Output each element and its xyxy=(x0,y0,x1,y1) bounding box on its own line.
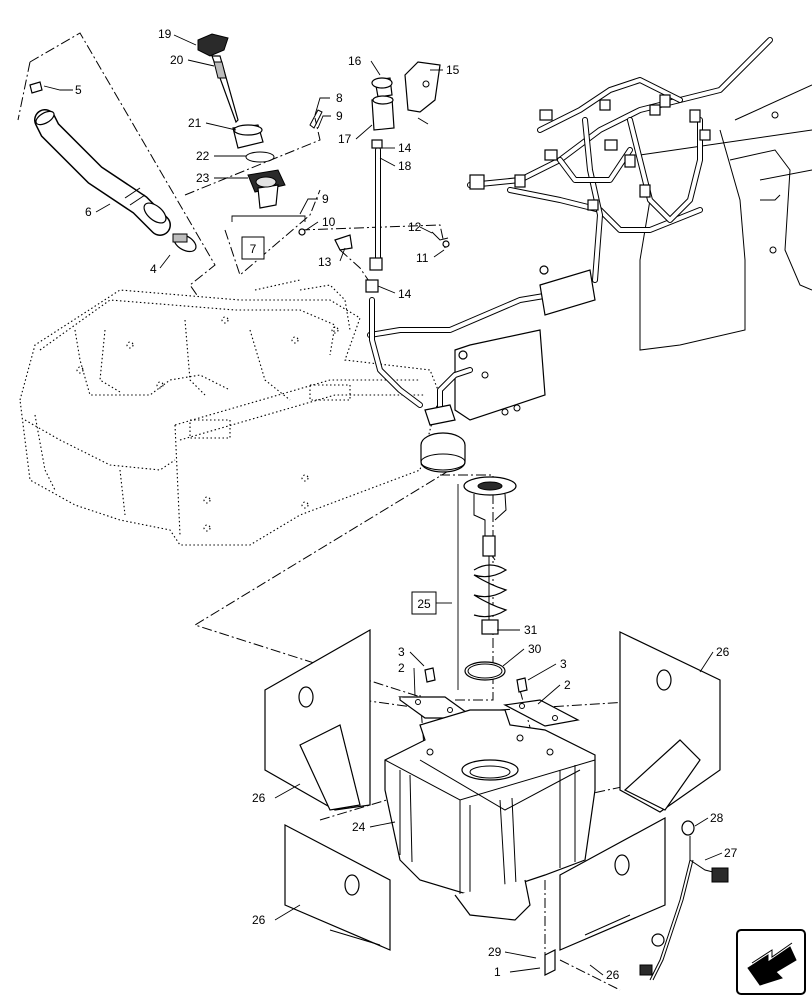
callout-5: 5 xyxy=(75,83,82,97)
callout-6: 6 xyxy=(85,205,92,219)
callout-3b: 3 xyxy=(560,657,567,671)
fuel-tank xyxy=(384,709,596,976)
filler-neck-hose xyxy=(34,109,171,236)
callout-28: 28 xyxy=(710,811,724,825)
callout-18: 18 xyxy=(398,159,412,173)
clip xyxy=(29,81,43,94)
hose-clamp xyxy=(172,233,197,253)
callout-23: 23 xyxy=(196,171,210,185)
o-ring xyxy=(464,661,506,681)
callout-27: 27 xyxy=(724,846,738,860)
callout-31: 31 xyxy=(524,623,538,637)
callout-1: 1 xyxy=(494,965,501,979)
leader-lines xyxy=(43,34,723,976)
box-label-25: 25 xyxy=(411,591,437,615)
callout-30: 30 xyxy=(528,642,542,656)
breather-hose-assembly xyxy=(365,147,466,473)
fuel-cap-assembly xyxy=(197,33,286,209)
callout-24: 24 xyxy=(352,820,366,834)
chassis-frame xyxy=(19,279,441,546)
tank-harness xyxy=(639,820,729,981)
wiring-harness xyxy=(467,37,773,283)
callout-26d: 26 xyxy=(606,968,620,982)
box-label-7: 7 xyxy=(241,236,265,260)
callout-26c: 26 xyxy=(252,913,266,927)
callout-12: 12 xyxy=(408,220,422,234)
breather-filter xyxy=(371,77,395,131)
mounting-plates xyxy=(398,667,580,727)
callout-14a: 14 xyxy=(398,141,412,155)
callout-21: 21 xyxy=(188,116,202,130)
callout-2a: 2 xyxy=(398,661,405,675)
callout-11: 11 xyxy=(416,251,429,265)
callout-20: 20 xyxy=(170,53,184,67)
box-label-25-text: 25 xyxy=(417,597,431,611)
next-page-arrow-icon[interactable] xyxy=(736,929,806,995)
callout-9b: 9 xyxy=(322,192,329,206)
callout-26a: 26 xyxy=(716,645,730,659)
callout-10: 10 xyxy=(322,215,336,229)
callout-9a: 9 xyxy=(336,109,343,123)
engine-housing xyxy=(639,84,812,351)
callout-14b: 14 xyxy=(398,287,412,301)
box-label-7-text: 7 xyxy=(250,242,257,256)
callout-22: 22 xyxy=(196,149,210,163)
callout-29: 29 xyxy=(488,945,502,959)
callout-17: 17 xyxy=(338,132,352,146)
callout-numbers: 19 20 5 6 4 21 22 23 8 9 9 10 16 15 17 1… xyxy=(75,27,738,982)
fasteners xyxy=(298,109,450,251)
callout-3a: 3 xyxy=(398,645,405,659)
callout-2b: 2 xyxy=(564,678,571,692)
callout-13: 13 xyxy=(318,255,332,269)
callout-19: 19 xyxy=(158,27,172,41)
callout-16: 16 xyxy=(348,54,362,68)
callout-8: 8 xyxy=(336,91,343,105)
heat-shields xyxy=(264,628,721,951)
fuel-level-sender xyxy=(463,476,517,635)
bracket-7-line xyxy=(231,215,306,222)
callout-26b: 26 xyxy=(252,791,266,805)
bracket xyxy=(404,61,441,125)
vent-line xyxy=(367,269,596,421)
callout-4: 4 xyxy=(150,262,157,276)
callout-15: 15 xyxy=(446,63,460,77)
